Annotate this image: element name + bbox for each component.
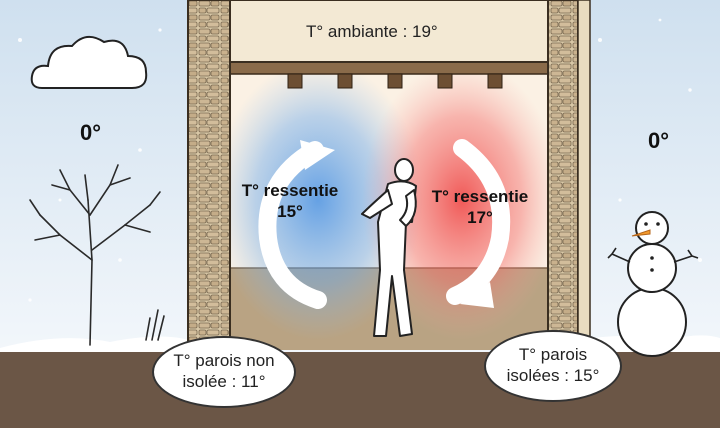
felt-temperature-cold: T° ressentie 15°	[230, 180, 350, 222]
outside-temperature-left: 0°	[80, 120, 102, 145]
warm-zone	[362, 60, 562, 340]
felt-warm-line1: T° ressentie	[431, 187, 529, 206]
bare-tree-icon	[29, 164, 165, 346]
snowman-icon	[607, 211, 699, 357]
cloud-icon	[30, 35, 148, 89]
warm-arrow-icon	[446, 139, 511, 308]
wall-temperature-insulated: T° parois isolées : 15°	[484, 330, 622, 402]
joists	[287, 73, 503, 89]
wall-insulated-line2: isolées : 15°	[506, 366, 600, 385]
cold-zone	[213, 60, 423, 340]
ceiling-beam	[221, 61, 555, 75]
felt-cold-line1: T° ressentie	[241, 181, 339, 200]
felt-warm-line2: 17°	[467, 208, 493, 227]
wall-temperature-uninsulated: T° parois non isolée : 11°	[152, 336, 296, 408]
wall-uninsulated-line1: T° parois non	[173, 351, 275, 370]
wall-uninsulated-line2: isolée : 11°	[182, 372, 266, 391]
outside-temperature-right: 0°	[648, 128, 670, 153]
person-icon	[361, 158, 417, 337]
felt-cold-line2: 15°	[277, 202, 303, 221]
left-wall	[187, 0, 231, 353]
cold-arrow-icon	[258, 140, 335, 309]
felt-temperature-warm: T° ressentie 17°	[420, 186, 540, 228]
right-wall-insulation	[577, 0, 591, 353]
upper-wall	[229, 0, 549, 63]
wall-insulated-line1: T° parois	[518, 345, 588, 364]
ambient-temperature-label: T° ambiante : 19°	[306, 22, 438, 41]
right-wall-stone	[547, 0, 579, 353]
